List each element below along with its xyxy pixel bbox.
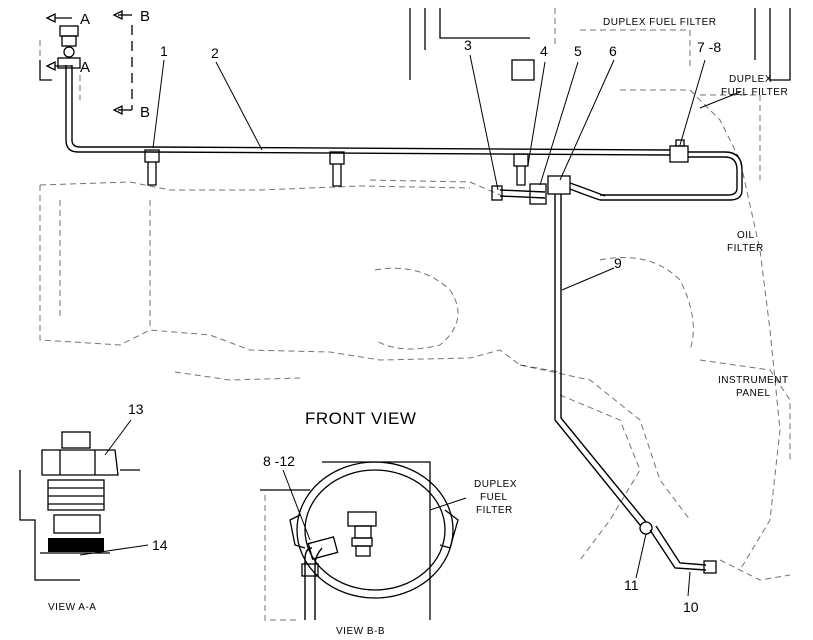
part-label-10: 10 <box>683 599 699 615</box>
callout-instrument-panel-line2: PANEL <box>736 388 771 399</box>
section-mark-b-top: B <box>140 8 150 25</box>
title-view-bb: VIEW B-B <box>336 626 385 637</box>
part-label-2: 2 <box>211 45 219 61</box>
section-mark-a-top: A <box>80 11 90 28</box>
part-label-14: 14 <box>152 537 168 553</box>
callout-duplex-right-line1: DUPLEX <box>729 74 772 85</box>
view-aa-detail <box>19 431 140 581</box>
part-label-3: 3 <box>464 37 472 53</box>
section-mark-a-bottom: A <box>80 59 90 76</box>
section-b-line <box>112 9 133 116</box>
title-front-view: FRONT VIEW <box>305 409 416 428</box>
part-label-1: 1 <box>160 43 168 59</box>
section-mark-b-bottom: B <box>140 104 150 121</box>
part-label-7-8: 7 -8 <box>697 39 721 55</box>
part-label-5: 5 <box>574 43 582 59</box>
view-bb-detail <box>260 461 459 621</box>
gauge-fitting <box>39 12 81 100</box>
part-label-11: 11 <box>624 577 639 593</box>
engine-outline <box>39 89 791 581</box>
callout-duplex-fuel-filter-top: DUPLEX FUEL FILTER <box>603 17 716 28</box>
callout-duplex-bb-line3: FILTER <box>476 505 513 516</box>
part-label-4: 4 <box>540 43 548 59</box>
callout-oil-filter-line2: FILTER <box>727 243 764 254</box>
title-view-aa: VIEW A-A <box>48 602 96 613</box>
part-label-9: 9 <box>614 255 622 271</box>
fuel-line-assembly <box>65 65 743 574</box>
part-label-6: 6 <box>609 43 617 59</box>
text-labels: A A B B 1 2 3 4 5 6 7 -8 9 10 11 13 14 8… <box>48 8 789 637</box>
callout-duplex-right-line2: FUEL FILTER <box>721 87 788 98</box>
part-label-8-12: 8 -12 <box>263 453 295 469</box>
callout-duplex-bb-line2: FUEL <box>480 492 508 503</box>
callout-duplex-bb-line1: DUPLEX <box>474 479 517 490</box>
upper-frame <box>409 8 791 180</box>
callout-oil-filter-line1: OIL <box>737 230 755 241</box>
callout-instrument-panel-line1: INSTRUMENT <box>718 375 789 386</box>
part-label-13: 13 <box>128 401 144 417</box>
